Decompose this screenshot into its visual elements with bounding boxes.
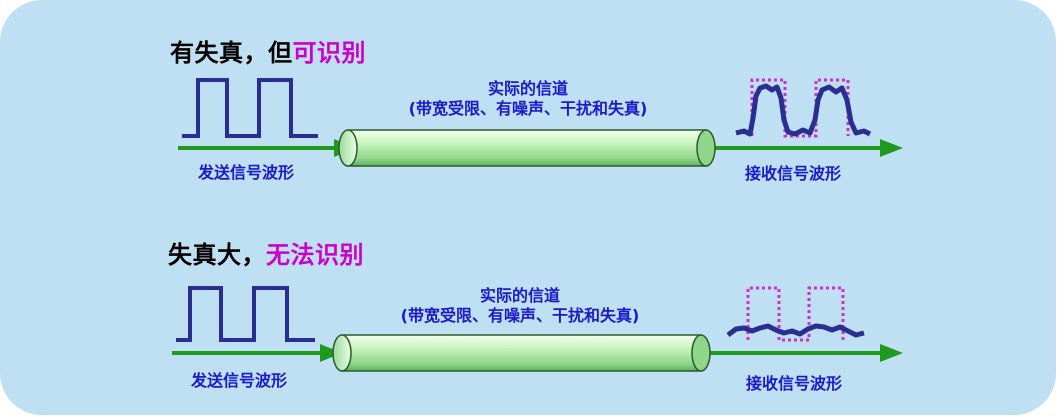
sent-square-wave	[176, 286, 315, 342]
received-distorted-wave	[735, 83, 872, 137]
channel-title: 实际的信道	[487, 79, 568, 98]
channel-pipe	[338, 129, 716, 167]
signal-diagram	[178, 78, 903, 167]
arrow-head-mid	[320, 344, 342, 362]
heading-highlight: 可识别	[292, 39, 366, 67]
heading-highlight: 无法识别	[266, 241, 364, 269]
channel-pipe	[332, 334, 711, 372]
heading-prefix: 失真大，	[168, 241, 266, 269]
sent-square-wave	[182, 78, 318, 138]
channel-subtitle: (带宽受限、有噪声、干扰和失真)	[408, 99, 648, 118]
receive-waveform-label: 接收信号波形	[746, 374, 843, 393]
row-heading: 失真大，无法识别	[168, 235, 364, 270]
received-distorted-wave	[726, 323, 865, 338]
heading-prefix: 有失真，但	[170, 39, 293, 67]
row-heading: 有失真，但可识别	[170, 33, 366, 68]
channel-label: 实际的信道 (带宽受限、有噪声、干扰和失真)	[358, 79, 698, 119]
channel-label: 实际的信道 (带宽受限、有噪声、干扰和失真)	[350, 286, 690, 326]
channel-subtitle: (带宽受限、有噪声、干扰和失真)	[400, 306, 640, 325]
reference-square-wave	[746, 286, 845, 342]
channel-title: 实际的信道	[479, 286, 560, 305]
send-waveform-label: 发送信号波形	[191, 371, 288, 390]
send-waveform-label: 发送信号波形	[198, 163, 295, 182]
receive-waveform-label: 接收信号波形	[745, 164, 842, 183]
arrow-head-end	[880, 344, 903, 362]
arrow-head-end	[880, 139, 903, 157]
row-recognizable: 有失真，但可识别	[0, 0, 1057, 190]
reference-square-wave	[750, 78, 850, 138]
row-unrecognizable: 失真大，无法识别 实际的信道 (带宽受限	[0, 202, 1057, 393]
signal-diagram	[172, 286, 903, 372]
